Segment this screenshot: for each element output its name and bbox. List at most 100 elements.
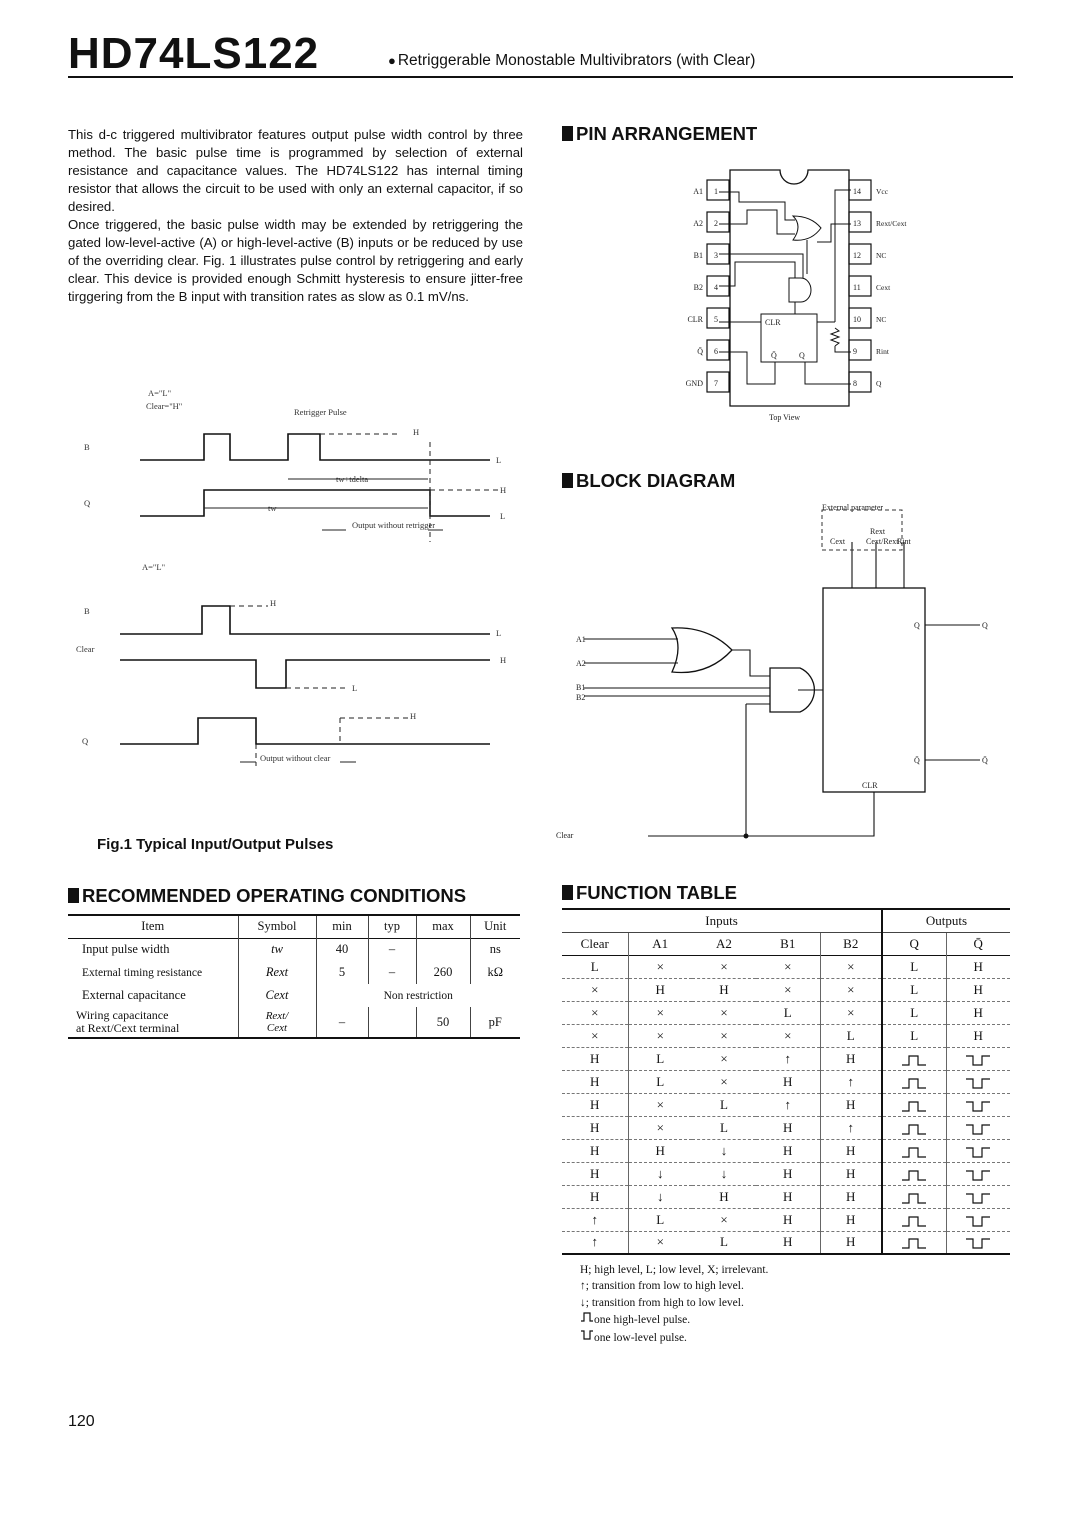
table-row: H×L↑H xyxy=(562,1093,1010,1116)
table-cell: H xyxy=(590,1165,600,1181)
pin-box-7 xyxy=(706,371,730,393)
section-marker-icon xyxy=(562,885,573,900)
pin-number: 14 xyxy=(853,187,861,196)
col-q: Q xyxy=(881,932,946,955)
input-b2-label: B2 xyxy=(576,693,585,702)
cell-pulse xyxy=(945,1139,1010,1162)
level-l-label: L xyxy=(496,455,501,465)
signal-q-label: Q xyxy=(84,498,90,508)
table-cell: H xyxy=(819,1093,882,1116)
table-cell: L xyxy=(720,1234,728,1250)
level-h-label: H xyxy=(500,485,506,495)
pin-label: Cext xyxy=(876,283,891,292)
table-cell: ↑ xyxy=(591,1234,599,1250)
top-view-label: Top View xyxy=(769,413,800,422)
low-pulse-icon xyxy=(966,1123,991,1135)
table-cell: L xyxy=(881,1024,946,1047)
table-cell: H xyxy=(945,955,1010,978)
block-diagram-title: BLOCK DIAGRAM xyxy=(562,470,735,492)
table-cell: H xyxy=(590,1096,600,1112)
table-cell: H xyxy=(819,1162,882,1185)
note-line: ↓; transition from high to low level. xyxy=(580,1296,744,1309)
cell-item: External timing resistance xyxy=(82,966,203,979)
low-pulse-icon xyxy=(966,1192,991,1204)
recommended-conditions-table: Item Symbol min typ max Unit Input pulse… xyxy=(68,914,520,1039)
clear-waveform xyxy=(120,659,490,689)
cell-symbol: Rext xyxy=(237,961,316,984)
high-pulse-icon xyxy=(902,1054,927,1066)
table-cell: × xyxy=(720,1027,728,1043)
pin-box-2 xyxy=(706,211,730,233)
table-cell: H xyxy=(819,1047,882,1070)
pin-box-6 xyxy=(706,339,730,361)
table-cell: × xyxy=(720,1211,728,1227)
ff-qbar-label: Q̄ xyxy=(771,351,777,360)
pin-number: 6 xyxy=(714,347,718,356)
pin-label: CLR xyxy=(687,315,703,324)
cond-a-label: A="L" xyxy=(148,388,171,398)
external-parameter-label: External parameter xyxy=(822,503,883,512)
table-cell: × xyxy=(720,1050,728,1066)
table-cell: ↑ xyxy=(819,1070,882,1093)
pin-box-9 xyxy=(848,339,872,361)
high-pulse-icon xyxy=(902,1123,927,1135)
subtitle-text: Retriggerable Monostable Multivibrators … xyxy=(397,52,756,69)
table-cell: × xyxy=(784,981,792,997)
cell-pulse xyxy=(945,1070,1010,1093)
intro-paragraph-1: This d-c triggered multivibrator feature… xyxy=(68,127,523,214)
table-cell: L xyxy=(627,1070,692,1093)
block-qbar-label: Q̄ xyxy=(914,756,920,765)
pin-number: 1 xyxy=(714,187,718,196)
pin-box-11 xyxy=(848,275,872,297)
level-l-label: L xyxy=(352,683,357,693)
note-text: one low-level pulse. xyxy=(594,1331,687,1344)
col-symbol: Symbol xyxy=(237,915,316,938)
high-pulse-icon xyxy=(902,1077,927,1089)
block-diagram: External parameter Rext Cext Cext/Rext R… xyxy=(556,503,988,840)
table-cell: L xyxy=(819,1024,882,1047)
low-pulse-icon xyxy=(966,1077,991,1089)
recommended-conditions-label: RECOMMENDED OPERATING CONDITIONS xyxy=(82,885,467,906)
function-table: Inputs Outputs Clear A1 A2 B1 B2 Q Q̄ L×… xyxy=(562,908,1010,1255)
high-pulse-icon xyxy=(902,1100,927,1112)
cext-label: Cext xyxy=(830,537,846,546)
pin-label: NC xyxy=(876,315,886,324)
pin-number: 2 xyxy=(714,219,718,228)
cell-typ: – xyxy=(367,961,416,984)
pin-number: 13 xyxy=(853,219,861,228)
rext-label: Rext xyxy=(870,527,886,536)
table-cell: H xyxy=(627,1139,692,1162)
table-cell: L xyxy=(720,1096,728,1112)
inputs-header: Inputs xyxy=(562,909,882,933)
signal-clear-label: Clear xyxy=(76,644,95,654)
pin-number: 8 xyxy=(853,379,857,388)
note-line: H; high level, L; low level, X; irreleva… xyxy=(580,1264,769,1276)
col-a2: A2 xyxy=(716,935,732,951)
table-cell: H xyxy=(627,978,692,1001)
table-cell: × xyxy=(720,1073,728,1089)
low-pulse-icon xyxy=(966,1100,991,1112)
retrigger-label: Retrigger Pulse xyxy=(294,407,347,417)
table-cell: × xyxy=(784,1027,792,1043)
table-cell: L xyxy=(627,1047,692,1070)
table-cell: H xyxy=(590,1142,600,1158)
block-diagram-label: BLOCK DIAGRAM xyxy=(576,470,736,491)
col-max: max xyxy=(415,915,470,938)
pin-label: Vcc xyxy=(876,187,889,196)
table-cell: L xyxy=(783,1004,792,1020)
cell-pulse xyxy=(945,1231,1010,1254)
table-cell: H xyxy=(719,981,729,997)
table-row: External timing resistance Rext 5 – 260 … xyxy=(68,961,520,984)
input-a2-label: A2 xyxy=(576,659,586,668)
pin-label: NC xyxy=(876,251,886,260)
table-cell: H xyxy=(945,1001,1010,1024)
dip-package-outline xyxy=(729,169,850,407)
table-cell: H xyxy=(590,1188,600,1204)
cell-unit: kΩ xyxy=(469,961,520,984)
table-cell: ↑ xyxy=(591,1211,599,1227)
table-cell: ↑ xyxy=(819,1116,882,1139)
